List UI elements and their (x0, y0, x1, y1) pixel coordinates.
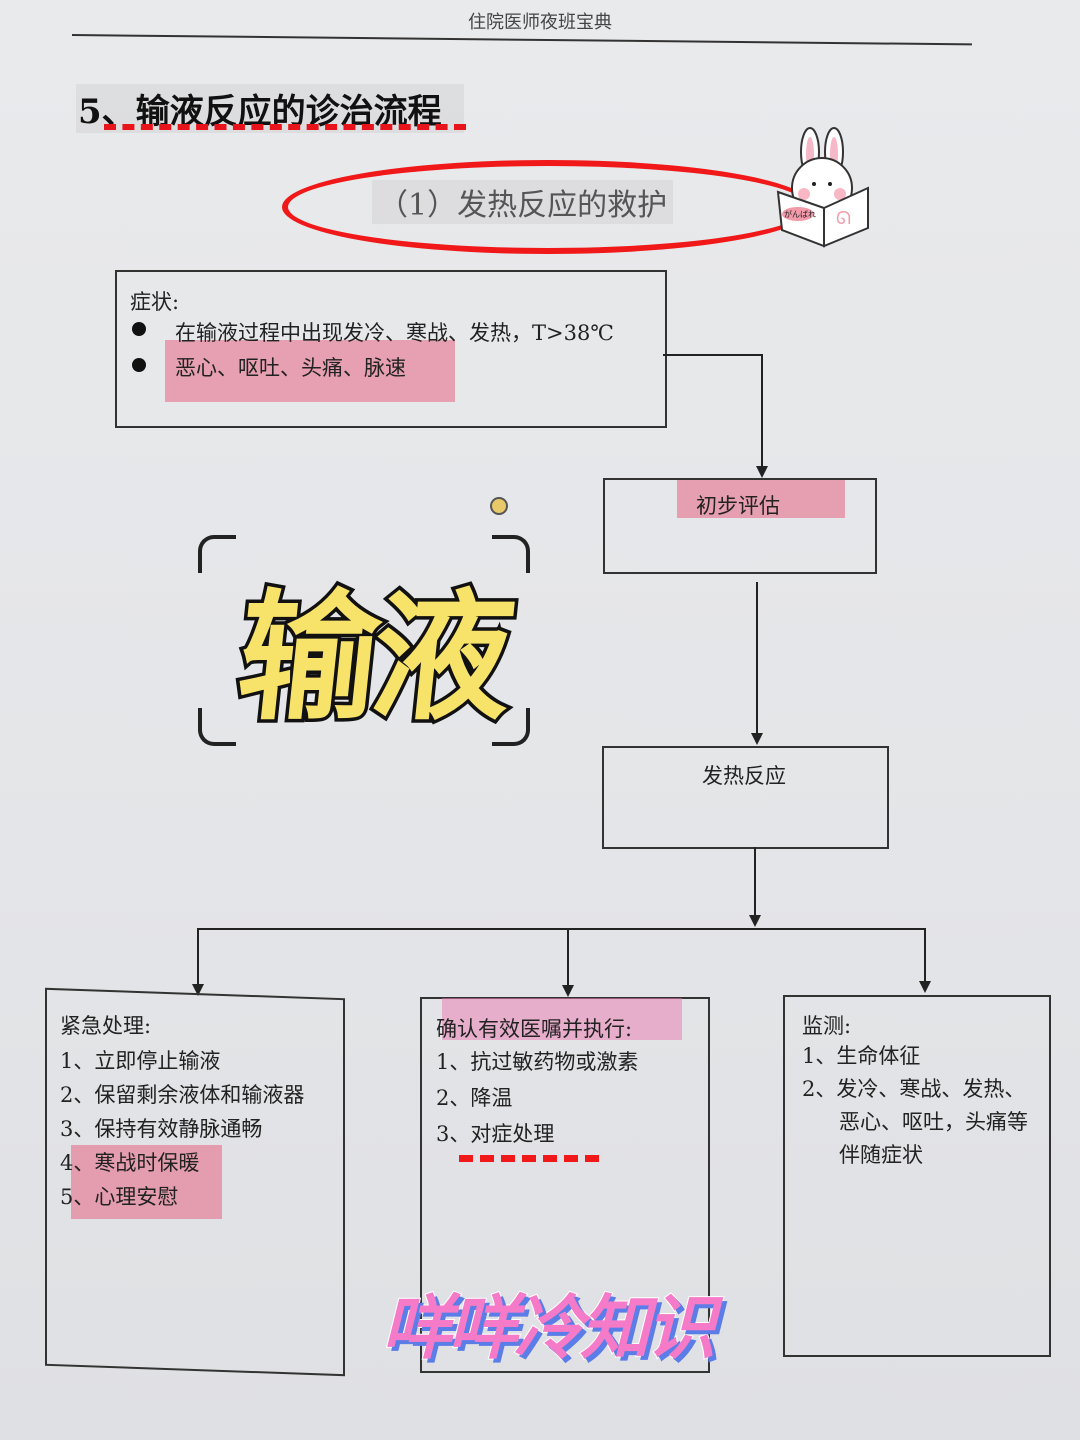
arrow-down-icon (751, 733, 763, 745)
orders-highlight (442, 998, 682, 1040)
sticker-text: がんばれ (784, 209, 816, 219)
fever-reaction-box (602, 746, 889, 849)
arrow-down-icon (192, 984, 204, 996)
assessment-highlight (677, 480, 845, 518)
symptom-highlight (165, 340, 455, 402)
orders-item: 3、对症处理 (436, 1122, 555, 1146)
running-header: 住院医师夜班宝典 (468, 12, 612, 33)
svg-text:ᘏ: ᘏ (836, 208, 851, 229)
red-circle-mark (282, 160, 814, 254)
connector (197, 928, 199, 984)
symptoms-label: 症状: (130, 290, 180, 314)
emergency-item: 5、心理安慰 (60, 1185, 179, 1209)
emergency-list: 1、立即停止输液 2、保留剩余液体和输液器 3、保持有效静脉通畅 4、寒战时保暖… (60, 1044, 304, 1214)
emergency-item: 1、立即停止输液 (60, 1049, 221, 1073)
header-rule (71, 34, 972, 46)
watermark-text: 咩咩冷知识 (381, 1286, 717, 1370)
red-dashed-mark (459, 1155, 599, 1162)
connector (924, 928, 926, 982)
connector (567, 930, 569, 986)
connector (761, 354, 763, 468)
overlay-big-word: 输液 (227, 574, 519, 744)
symptoms-box (115, 270, 667, 428)
arrow-down-icon (749, 915, 761, 927)
connector (663, 354, 763, 356)
corner-bracket-icon (198, 708, 236, 746)
connector (754, 847, 756, 917)
orders-item: 1、抗过敏药物或激素 (436, 1050, 639, 1074)
emergency-label: 紧急处理: (60, 1014, 152, 1038)
emergency-item: 2、保留剩余液体和输液器 (60, 1083, 305, 1107)
bullet-icon (132, 322, 146, 336)
monitor-item: 恶心、呕吐，头痛等 (839, 1110, 1028, 1134)
monitor-list: 1、生命体征 2、发冷、寒战、发热、 恶心、呕吐，头痛等 伴随症状 (802, 1040, 1028, 1172)
arrow-down-icon (562, 985, 574, 997)
arrow-down-icon (756, 466, 768, 478)
symptom-item: 在输液过程中出现发冷、寒战、发热，T>38℃ (175, 321, 614, 345)
monitor-item: 1、生命体征 (802, 1044, 921, 1068)
bullet-icon (132, 358, 146, 372)
corner-bracket-icon (198, 535, 236, 573)
corner-bracket-icon (492, 535, 530, 573)
connector (756, 582, 758, 734)
orders-item: 2、降温 (436, 1086, 513, 1110)
dot-icon (490, 497, 508, 515)
initial-assessment-box (603, 478, 877, 574)
bunny-sticker-icon: がんばれ ᘏ (776, 127, 869, 248)
monitor-label: 监测: (802, 1014, 852, 1038)
monitor-item: 伴随症状 (839, 1143, 923, 1167)
fever-reaction-label: 发热反应 (702, 764, 786, 788)
monitor-box (783, 995, 1051, 1357)
orders-label: 确认有效医嘱并执行: (436, 1017, 633, 1041)
arrow-down-icon (919, 981, 931, 993)
branch-line (197, 928, 925, 930)
orders-list: 1、抗过敏药物或激素 2、降温 3、对症处理 (436, 1044, 638, 1152)
emergency-item: 4、寒战时保暖 (60, 1151, 200, 1175)
emergency-item: 3、保持有效静脉通畅 (60, 1117, 263, 1141)
symptom-item: 恶心、呕吐、头痛、脉速 (175, 356, 406, 380)
initial-assessment-label: 初步评估 (696, 494, 780, 518)
monitor-item: 2、发冷、寒战、发热、 (802, 1077, 1026, 1101)
title-dashed-underline (104, 124, 466, 130)
emergency-highlight (71, 1145, 222, 1219)
corner-bracket-icon (492, 708, 530, 746)
